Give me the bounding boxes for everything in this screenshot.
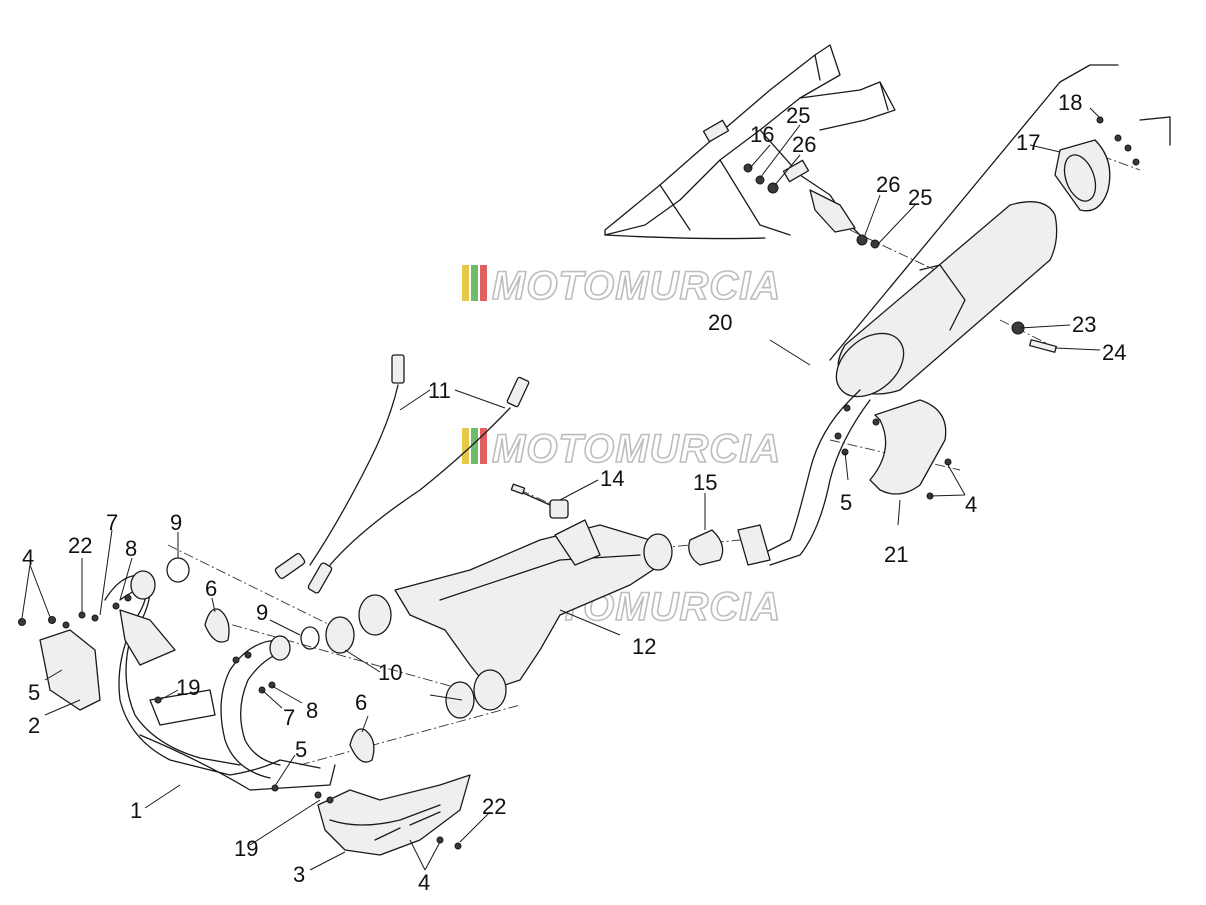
callout-24: 24 bbox=[1102, 340, 1126, 365]
watermark-top: MOTOMURCIA bbox=[462, 263, 781, 309]
leader-lines bbox=[21, 107, 1101, 871]
callout-7-upper: 7 bbox=[106, 510, 118, 535]
clamp-6-lower bbox=[349, 728, 375, 763]
watermark-text: MOTOMURCIA bbox=[492, 427, 781, 471]
callout-15: 15 bbox=[693, 470, 717, 495]
callout-5-left: 5 bbox=[28, 680, 40, 705]
callout-8-lower: 8 bbox=[306, 698, 318, 723]
callout-5-center: 5 bbox=[295, 737, 307, 762]
silencer-assembly bbox=[737, 64, 1171, 566]
callout-22-lower: 22 bbox=[482, 794, 506, 819]
callout-23: 23 bbox=[1072, 312, 1096, 337]
callout-22-upper: 22 bbox=[68, 533, 92, 558]
callout-16: 16 bbox=[750, 122, 774, 147]
callout-21: 21 bbox=[884, 542, 908, 567]
gasket-lower bbox=[300, 626, 320, 650]
callout-10: 10 bbox=[378, 660, 402, 685]
heat-shield-3 bbox=[317, 774, 471, 856]
exhaust-headers bbox=[104, 570, 336, 791]
callout-4-bottom: 4 bbox=[418, 870, 430, 895]
callout-2: 2 bbox=[28, 713, 40, 738]
heat-shield-2b bbox=[119, 609, 176, 666]
callout-5-right: 5 bbox=[840, 490, 852, 515]
callout-9-upper: 9 bbox=[170, 510, 182, 535]
catalyst-collector bbox=[358, 487, 673, 711]
callout-4-right: 4 bbox=[965, 492, 977, 517]
lambda-sensors bbox=[274, 354, 530, 594]
callout-19-lower: 19 bbox=[234, 836, 258, 861]
callout-25-right: 25 bbox=[908, 185, 932, 210]
callout-14: 14 bbox=[600, 466, 624, 491]
heat-shield-2 bbox=[39, 629, 101, 711]
watermark-text: MOTOMURCIA bbox=[492, 264, 781, 308]
callout-26-right: 26 bbox=[876, 172, 900, 197]
callout-4-left: 4 bbox=[22, 545, 34, 570]
callout-20: 20 bbox=[708, 310, 732, 335]
callout-25-upper: 25 bbox=[786, 103, 810, 128]
callout-3: 3 bbox=[293, 862, 305, 887]
callout-1: 1 bbox=[130, 798, 142, 823]
rear-subframe bbox=[604, 44, 896, 241]
callout-19-upper: 19 bbox=[176, 675, 200, 700]
gasket-upper bbox=[166, 557, 190, 583]
callout-9-lower: 9 bbox=[256, 600, 268, 625]
sleeve-upper bbox=[325, 616, 355, 654]
callout-17: 17 bbox=[1016, 130, 1040, 155]
callout-6-upper: 6 bbox=[205, 576, 217, 601]
callout-labels: 1 2 3 4 4 4 5 5 5 6 6 7 7 8 8 9 9 10 11 … bbox=[22, 90, 1126, 895]
fasteners bbox=[18, 116, 1140, 850]
callout-26-upper: 26 bbox=[792, 132, 816, 157]
callout-12: 12 bbox=[632, 634, 656, 659]
clamp-15 bbox=[688, 529, 724, 566]
watermark-middle: MOTOMURCIA bbox=[462, 426, 781, 472]
callout-11: 11 bbox=[428, 378, 451, 403]
callout-6-lower: 6 bbox=[355, 690, 367, 715]
callout-8-upper: 8 bbox=[125, 536, 137, 561]
clamp-6-upper bbox=[204, 608, 230, 643]
callout-7-lower: 7 bbox=[283, 705, 295, 730]
callout-18: 18 bbox=[1058, 90, 1082, 115]
